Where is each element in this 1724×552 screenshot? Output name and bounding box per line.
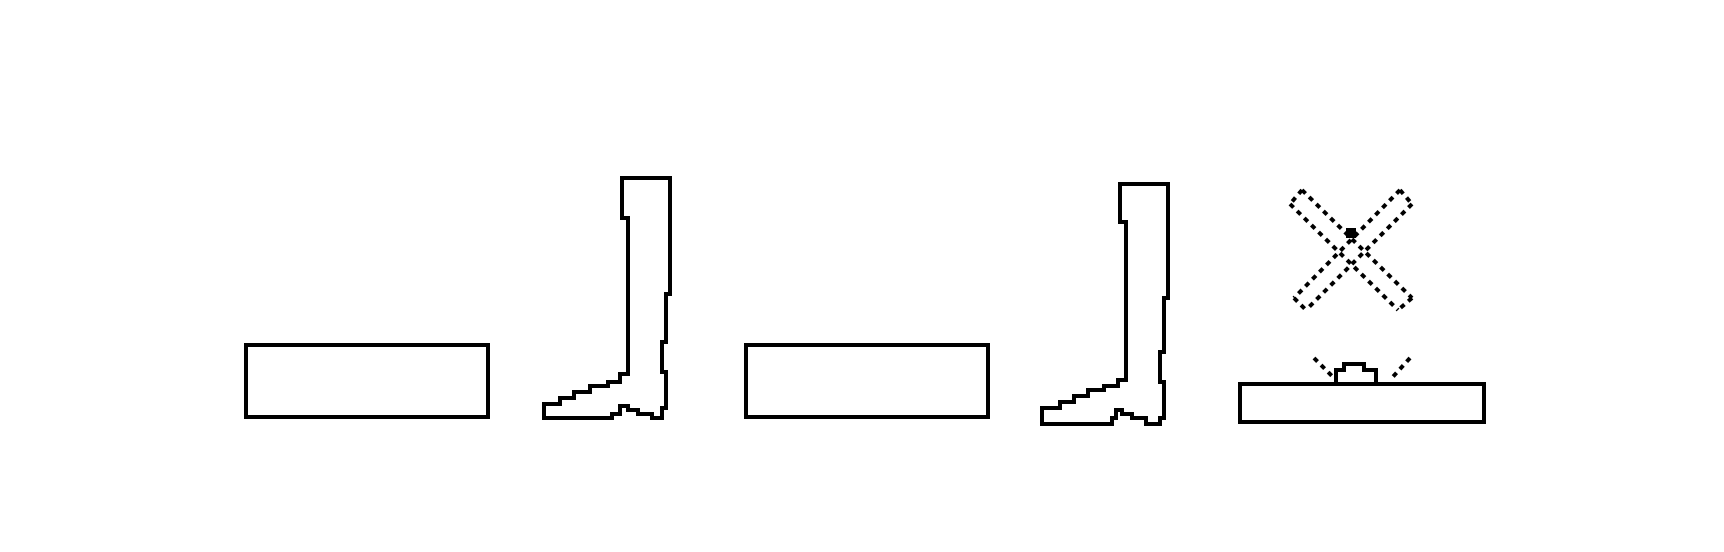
cross-over-tray-glyph-icon [1238,188,1486,424]
rectangle-glyph-icon [244,343,490,419]
rectangle-glyph-icon [744,343,990,419]
leg-glyph-icon [1040,182,1170,426]
leg-glyph-icon [542,176,672,420]
